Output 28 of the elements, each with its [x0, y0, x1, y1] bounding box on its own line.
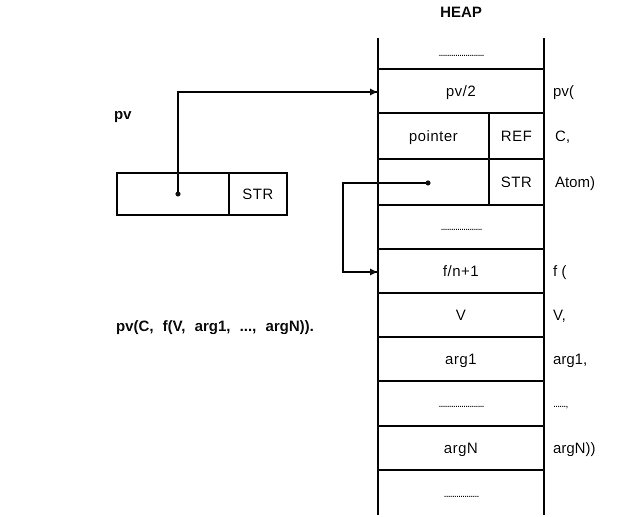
memory-cell: [116, 172, 230, 216]
term-annotation: C,: [555, 128, 570, 144]
term-annotation: ......,: [553, 398, 568, 410]
cell-label: ....................: [440, 221, 482, 233]
cell-label: .................: [444, 488, 478, 500]
cell-label: ......................: [438, 47, 484, 59]
cell-label: V: [456, 306, 466, 324]
clause-text: pv(C, f(V, arg1, ..., argN)).: [116, 318, 314, 335]
memory-cell: [379, 114, 490, 160]
heading-label: pv: [114, 106, 132, 123]
cell-label: arg1: [444, 350, 478, 368]
cell-label: STR: [242, 186, 274, 202]
cell-label: ......................: [438, 398, 484, 410]
cell-label: pointer: [408, 128, 458, 144]
cell-label: argN: [444, 440, 478, 456]
term-annotation: argN)): [553, 440, 596, 456]
term-annotation: f (: [553, 262, 566, 280]
term-annotation: V,: [553, 306, 566, 324]
term-annotation: pv(: [553, 82, 574, 100]
cell-label: f/n+1: [442, 262, 480, 280]
memory-cell: [228, 172, 288, 216]
term-annotation: Atom): [555, 174, 596, 190]
cell-label: STR: [500, 174, 532, 190]
heading-label: HEAP: [439, 4, 483, 21]
memory-cell: [379, 160, 490, 206]
term-annotation: arg1,: [553, 350, 588, 368]
cell-label: pv/2: [446, 82, 476, 100]
cell-label: REF: [500, 128, 532, 144]
